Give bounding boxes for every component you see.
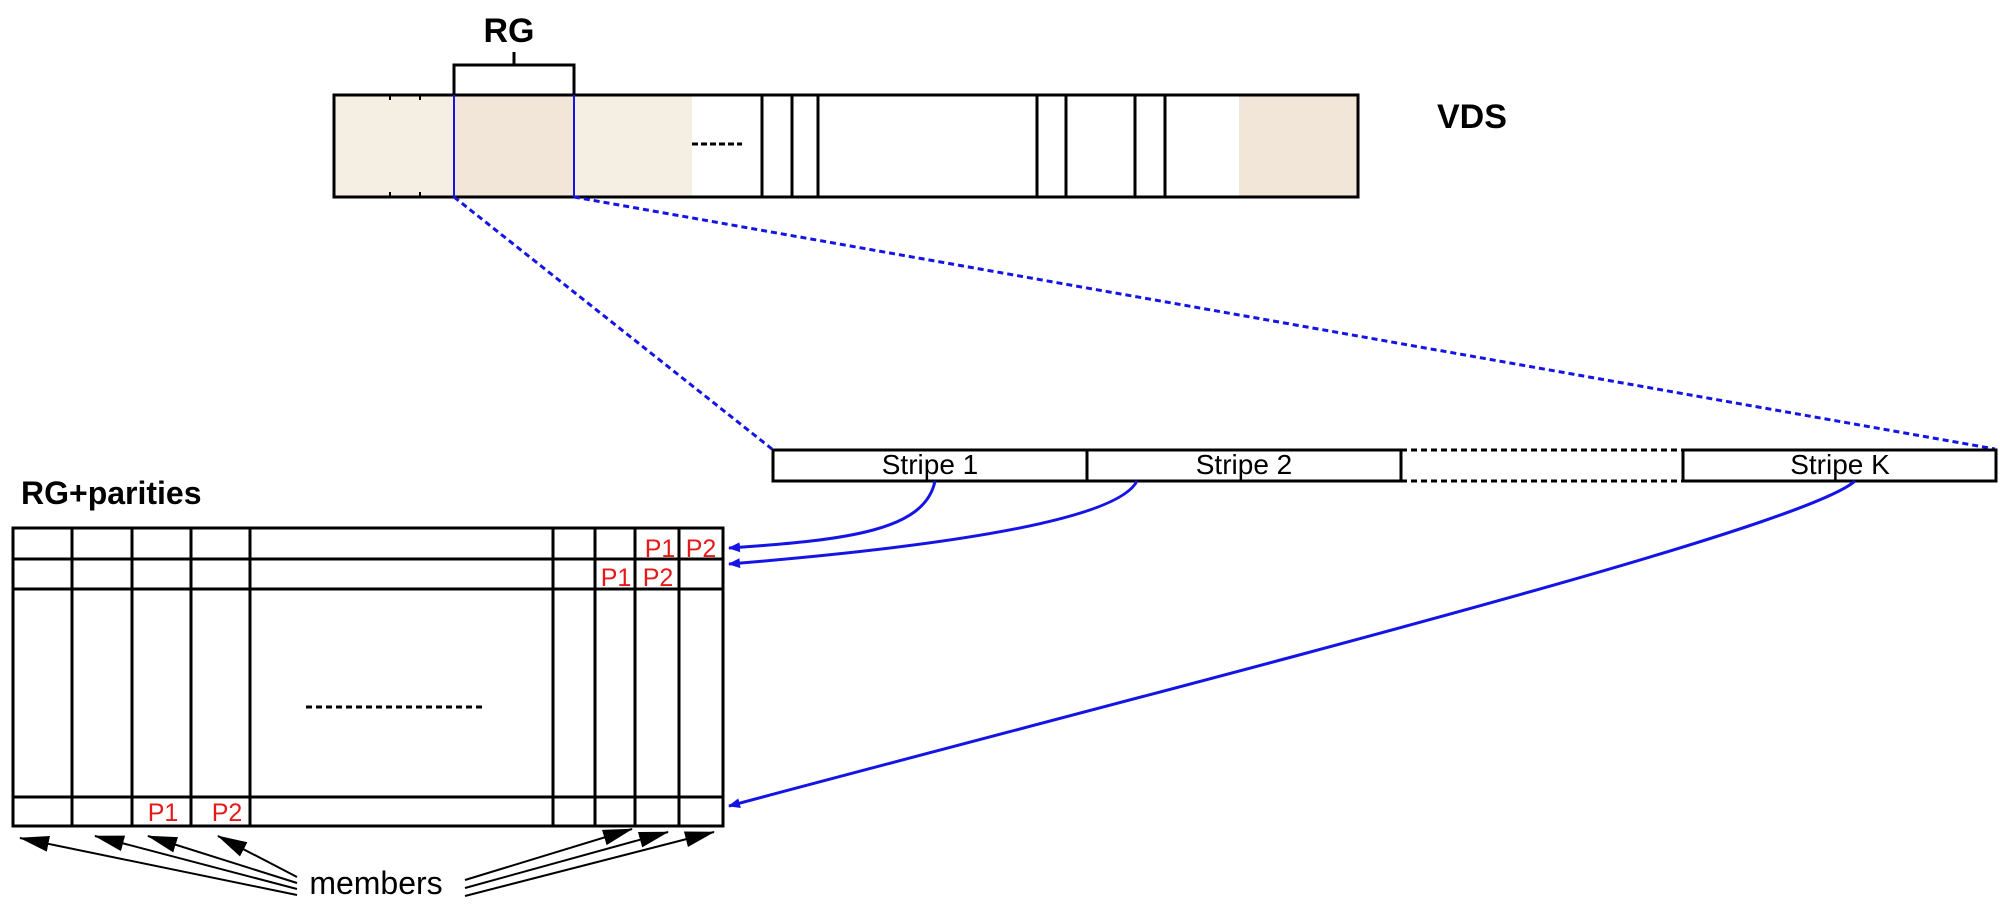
rg-parities-grid: P1 P2 P1 P2 P1 P2 (11, 526, 725, 828)
vds-region-rg (454, 95, 574, 197)
stripe-2-box (1085, 448, 1403, 483)
vds-label: VDS (1437, 98, 1507, 136)
vds-region-end (1239, 95, 1358, 197)
stripes-bar: Stripe 1 Stripe 2 Stripe K (771, 448, 1998, 483)
rg-label: RG (484, 12, 535, 50)
zoom-line-left (453, 195, 773, 451)
parity-p2-row1: P2 (686, 535, 717, 563)
stripe-k-box (1681, 448, 1998, 483)
stripe-1-label: Stripe 1 (882, 449, 979, 480)
rg-bracket (452, 52, 576, 95)
vds-region-light-2 (574, 95, 692, 197)
arrow-stripe-2 (728, 480, 1139, 569)
arrow-stripe-1 (728, 480, 937, 553)
stripe-2-label: Stripe 2 (1196, 449, 1293, 480)
rg-parities-label: RG+parities (21, 475, 202, 511)
parity-p2-row2: P2 (643, 564, 674, 592)
vds-region-light (334, 95, 454, 197)
stripe-k-label: Stripe K (1790, 449, 1890, 480)
vds-bar-outline (332, 93, 1360, 199)
vds-bar (332, 93, 1360, 199)
members-arrows (19, 828, 715, 897)
parity-p1-last: P1 (148, 799, 179, 827)
arrow-stripe-k (728, 479, 1856, 808)
parity-p1-row2: P1 (601, 564, 632, 592)
members-label: members (309, 865, 442, 901)
parity-p2-last: P2 (212, 799, 243, 827)
stripe-1-box (771, 448, 1089, 483)
parity-p1-row1: P1 (645, 535, 676, 563)
zoom-line-right (573, 195, 1996, 451)
